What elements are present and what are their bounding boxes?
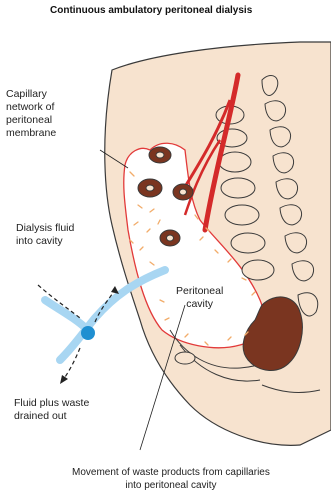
label-dialysis-fluid-in: Dialysis fluid into cavity <box>16 222 74 248</box>
label-capillary-network: Capillary network of peritoneal membrane <box>6 88 56 140</box>
catheter-valve <box>81 326 95 340</box>
catheter-tube-branch <box>45 300 88 330</box>
label-peritoneal-cavity: Peritoneal cavity <box>176 285 223 311</box>
label-drained-out: Fluid plus waste drained out <box>14 397 89 423</box>
label-waste-movement: Movement of waste products from capillar… <box>72 466 270 492</box>
